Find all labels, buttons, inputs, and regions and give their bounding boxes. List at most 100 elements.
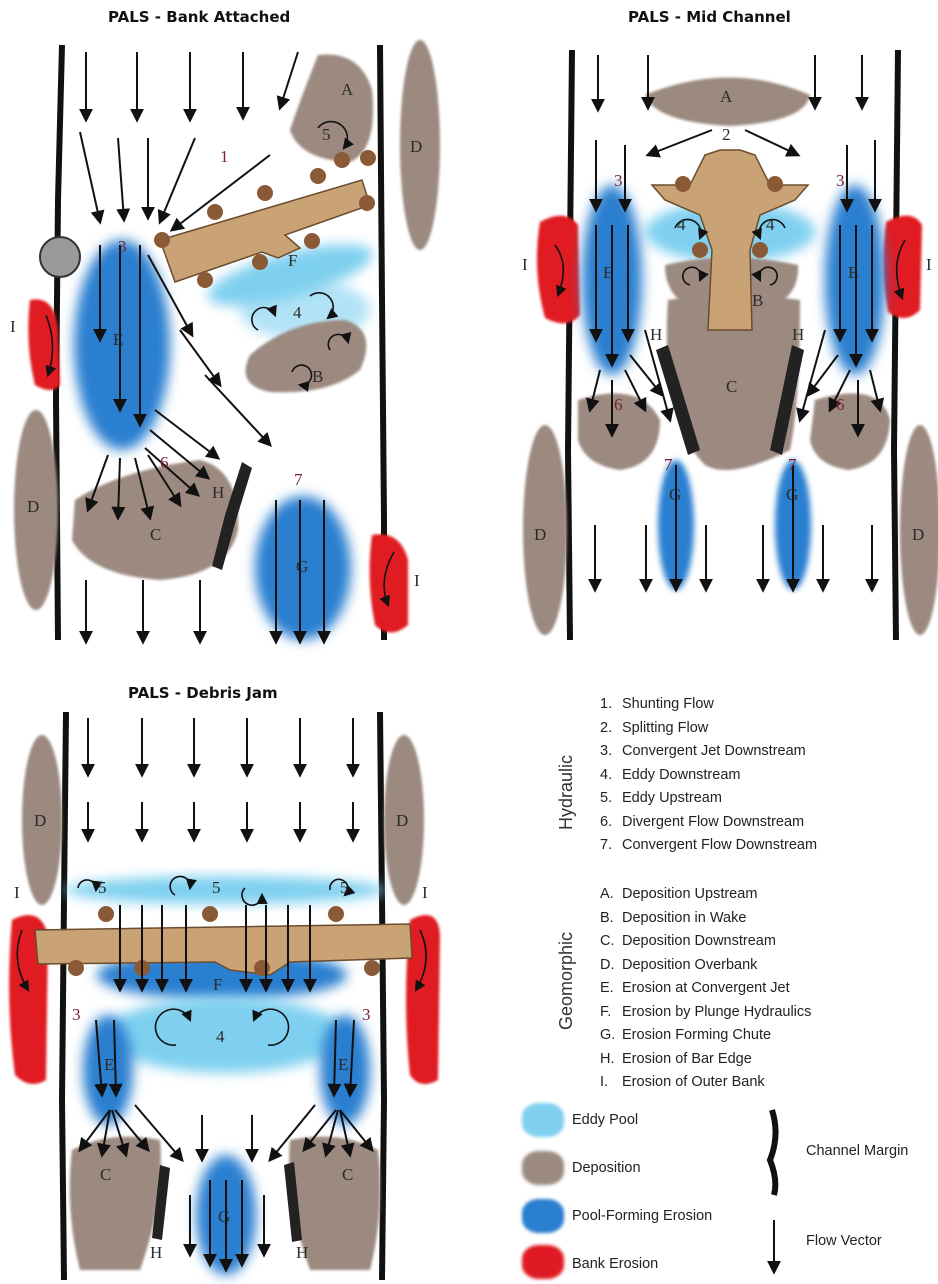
legend-item: H.Erosion of Bar Edge [600,1048,811,1072]
legend-item: A.Deposition Upstream [600,883,811,907]
label-C: C [150,525,161,544]
legend-text: Erosion of Bar Edge [622,1048,752,1072]
legend-item: 4.Eddy Downstream [600,764,817,788]
bank-erosion-I-right [883,216,922,318]
label-H: H [792,325,804,344]
legend-item: C.Deposition Downstream [600,930,811,954]
legend-item: 7.Convergent Flow Downstream [600,834,817,858]
legend-text: Deposition Upstream [622,883,757,907]
label-I: I [422,883,428,902]
panel-bank-attached [14,40,440,642]
label-I: I [10,317,16,336]
label-H: H [212,483,224,502]
label-E: E [338,1055,348,1074]
boulder [40,237,80,277]
label-4: 4 [677,215,686,234]
channel-margin-right [380,712,384,1280]
legend-key: D. [600,954,622,978]
legend-item: F.Erosion by Plunge Hydraulics [600,1001,811,1025]
legend-key: F. [600,1001,622,1025]
swatch-label-pool-forming-erosion: Pool-Forming Erosion [572,1208,712,1224]
label-1: 1 [220,147,229,166]
panel-debris-jam [9,712,440,1280]
legend-text: Convergent Flow Downstream [622,834,817,858]
legend-item: 1.Shunting Flow [600,693,817,717]
label-B: B [752,291,763,310]
label-D: D [410,137,422,156]
swatch-bank-erosion [522,1245,564,1279]
label-I: I [14,883,20,902]
legend-item: G.Erosion Forming Chute [600,1024,811,1048]
legend-text: Erosion by Plunge Hydraulics [622,1001,811,1025]
hydraulic-group-label: Hydraulic [556,755,577,830]
label-5: 5 [98,878,107,897]
legend-key: 1. [600,693,622,717]
label-H: H [296,1243,308,1262]
label-4: 4 [766,215,775,234]
label-D: D [396,811,408,830]
label-6: 6 [160,453,169,472]
swatch-label-bank-erosion: Bank Erosion [572,1256,658,1272]
legend-text: Deposition Downstream [622,930,776,954]
swatch-eddy-pool [522,1103,564,1137]
bank-erosion-I-right [370,534,408,632]
label-C: C [342,1165,353,1184]
deposition-A [290,54,373,162]
label-C: C [726,377,737,396]
legend-text: Divergent Flow Downstream [622,811,804,835]
label-6: 6 [614,395,623,414]
channel-margin-left [568,50,572,640]
panel-mid-channel [523,50,938,640]
label-E: E [603,263,613,282]
bank-erosion-I-left [537,216,580,324]
channel-margin-label: Channel Margin [806,1143,908,1159]
geomorphic-legend: A.Deposition Upstream B.Deposition in Wa… [600,883,811,1095]
legend-key: 7. [600,834,622,858]
legend-item: 2.Splitting Flow [600,717,817,741]
label-D: D [912,525,924,544]
label-A: A [720,87,733,106]
label-I: I [926,255,932,274]
legend-text: Deposition Overbank [622,954,757,978]
label-3: 3 [72,1005,81,1024]
legend-item: E.Erosion at Convergent Jet [600,977,811,1001]
legend-key: B. [600,907,622,931]
label-3: 3 [836,171,845,190]
label-4: 4 [293,303,302,322]
legend-key: H. [600,1048,622,1072]
channel-margin-icon [770,1110,776,1195]
label-G: G [786,485,798,504]
label-7: 7 [294,470,303,489]
legend-key: 6. [600,811,622,835]
debris-log [35,924,412,975]
swatch-pool-forming-erosion [522,1199,564,1233]
label-5: 5 [212,878,221,897]
swatch-label-eddy-pool: Eddy Pool [572,1112,638,1128]
label-6: 6 [836,395,845,414]
legend-text: Convergent Jet Downstream [622,740,806,764]
label-2: 2 [722,125,731,144]
label-I: I [522,255,528,274]
legend-key: 5. [600,787,622,811]
deposition-C-left [70,1137,161,1270]
label-5: 5 [322,125,331,144]
legend-text: Eddy Downstream [622,764,740,788]
legend-text: Erosion Forming Chute [622,1024,771,1048]
label-3: 3 [362,1005,371,1024]
label-G: G [669,485,681,504]
label-D: D [27,497,39,516]
legend-text: Splitting Flow [622,717,708,741]
legend-text: Shunting Flow [622,693,714,717]
label-B: B [312,367,323,386]
hydraulic-legend: 1.Shunting Flow 2.Splitting Flow 3.Conve… [600,693,817,858]
swatch-deposition [522,1151,564,1185]
label-E: E [848,263,858,282]
legend-item: 5.Eddy Upstream [600,787,817,811]
label-H: H [650,325,662,344]
legend-key: I. [600,1071,622,1095]
legend-item: 3.Convergent Jet Downstream [600,740,817,764]
label-D: D [34,811,46,830]
label-D: D [534,525,546,544]
legend-text: Eddy Upstream [622,787,722,811]
legend-key: 3. [600,740,622,764]
